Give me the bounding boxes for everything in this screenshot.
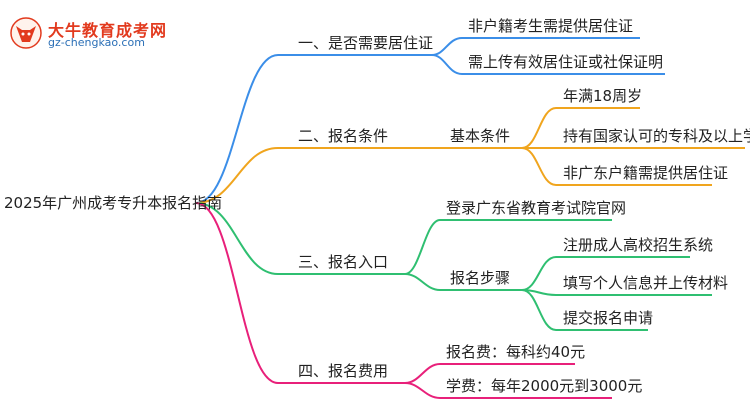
branch-4-child-2: 学费：每年2000元到3000元 — [446, 377, 643, 395]
branch-1-label: 一、是否需要居住证 — [298, 34, 434, 52]
logo-title: 大牛教育成考网 — [48, 21, 168, 40]
branch-3-child-2: 填写个人信息并上传材料 — [563, 274, 729, 292]
branch-4-lines — [195, 202, 612, 399]
branch-2-sub: 基本条件 — [450, 127, 511, 145]
branch-1-child-1: 非户籍考生需提供居住证 — [468, 17, 634, 35]
branch-4-child-1: 报名费：每科约40元 — [446, 343, 586, 361]
branch-3-sub-2: 报名步骤 — [450, 269, 511, 287]
branch-4-label: 四、报名费用 — [298, 362, 389, 380]
logo-url: gz-chengkao.com — [48, 36, 145, 49]
branch-2-child-2: 持有国家认可的专科及以上学历 — [563, 127, 750, 145]
branch-1-child-2: 需上传有效居住证或社保证明 — [468, 53, 664, 71]
branch-3-child-3: 提交报名申请 — [563, 309, 654, 327]
branch-2-child-3: 非广东户籍需提供居住证 — [563, 164, 729, 182]
branch-3-label: 三、报名入口 — [298, 253, 389, 271]
bull-logo-icon — [10, 17, 42, 49]
branch-3-lines — [195, 202, 712, 331]
branch-3-child-1: 注册成人高校招生系统 — [563, 236, 714, 254]
branch-2-child-1: 年满18周岁 — [563, 87, 643, 105]
site-logo[interactable]: 大牛教育成考网 gz-chengkao.com — [8, 14, 178, 54]
root-node: 2025年广州成考专升本报名指南 — [4, 194, 223, 212]
branch-1-lines — [195, 37, 665, 204]
branch-3-sub-1: 登录广东省教育考试院官网 — [446, 199, 627, 217]
branch-2-lines — [195, 107, 745, 204]
branch-2-label: 二、报名条件 — [298, 127, 389, 145]
